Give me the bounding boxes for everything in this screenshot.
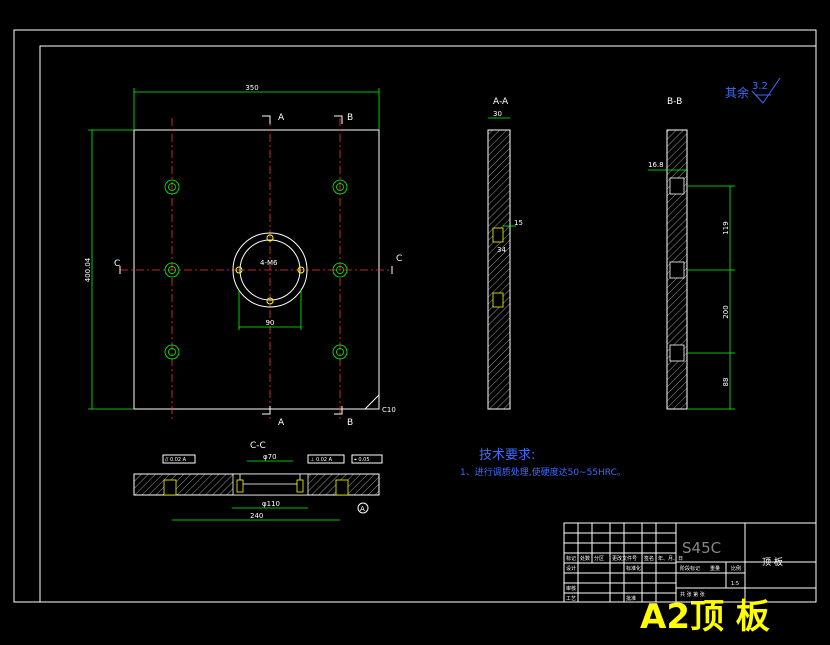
section-a-top: A — [278, 113, 285, 123]
tb-cell-9: 阶段标记 — [680, 565, 700, 572]
center-label: 4-M6 — [260, 259, 278, 267]
cc-tol-2: ⊥ 0.02 A — [310, 457, 333, 463]
bb-dim-2: 119 — [722, 221, 730, 234]
cc-dim-3: 240 — [250, 512, 263, 520]
cc-tol-3: ⌖ 0.05 — [354, 457, 370, 463]
aa-dim-2: 15 — [514, 219, 523, 227]
bb-dim-1: 16.8 — [648, 161, 664, 169]
tb-cell-6: 年、月、日 — [658, 555, 683, 562]
aa-dim-3: 34 — [497, 246, 506, 254]
tb-cell-12: 审核 — [566, 585, 576, 592]
material: S45C — [682, 539, 721, 557]
section-bb: B-B 16.8 119 200 88 — [648, 97, 735, 410]
cc-tol-1: // 0.02 A — [165, 457, 187, 463]
roughness-value: 3.2 — [752, 81, 768, 92]
datum-label: A — [360, 505, 365, 513]
section-cc: C-C φ70 φ110 240 // 0.02 A ⊥ 0.02 A ⌖ 0.… — [133, 441, 383, 521]
section-c-right: C — [396, 254, 402, 264]
tb-cell-11: 比例 — [731, 565, 741, 572]
section-aa-title: A-A — [493, 97, 509, 107]
banner-title: A2顶 板 — [640, 597, 770, 637]
inner-border — [39, 45, 817, 603]
tech-req-title: 技术要求: — [479, 448, 535, 463]
tech-req-item: 1、进行调质处理,使硬度达50~55HRC。 — [460, 466, 626, 478]
part-name: 顶 板 — [762, 556, 783, 568]
title-block: S45C 顶 板 1:5 标记 处数 分区 更改文件号 签名 年、月、日 设计 … — [563, 522, 817, 603]
cc-dim-2: φ110 — [262, 500, 280, 508]
tb-cell-14: 批准 — [626, 595, 636, 602]
scale: 1:5 — [731, 581, 739, 587]
section-b-bottom: B — [347, 418, 353, 428]
dim-height: 400.04 — [84, 257, 92, 282]
tb-cell-7: 设计 — [566, 565, 576, 572]
plan-view: 350 400.04 A B A B C C — [84, 84, 402, 428]
roughness-symbol: 其余 3.2 — [725, 77, 781, 104]
tb-cell-10: 重量 — [710, 565, 720, 572]
section-a-bottom: A — [278, 418, 285, 428]
dim-width: 350 — [245, 84, 258, 92]
roughness-prefix: 其余 — [725, 85, 749, 100]
tb-cell-13: 工艺 — [566, 596, 576, 602]
tb-cell-5: 签名 — [644, 555, 654, 562]
tb-cell-15: 共 张 第 张 — [680, 591, 705, 598]
tb-cell-4: 更改文件号 — [612, 555, 637, 562]
bolt-holes — [164, 179, 348, 360]
section-bb-title: B-B — [667, 97, 682, 107]
bb-dim-4: 88 — [722, 378, 730, 387]
section-b-top: B — [347, 113, 353, 123]
tb-cell-1: 标记 — [566, 555, 576, 562]
aa-dim-1: 30 — [493, 110, 502, 118]
tb-cell-2: 处数 — [580, 555, 590, 562]
chamfer-label: C10 — [382, 406, 396, 414]
section-c-left: C — [114, 259, 120, 269]
tb-cell-3: 分区 — [594, 555, 604, 562]
bb-dim-3: 200 — [722, 305, 730, 318]
cc-dim-1: φ70 — [263, 453, 277, 461]
tb-cell-8: 标准化 — [626, 565, 641, 572]
center-bore — [232, 232, 308, 308]
dim-bore: 90 — [266, 319, 275, 327]
section-aa: A-A 30 15 34 — [487, 97, 523, 410]
plate-outline — [133, 129, 380, 410]
section-cc-title: C-C — [250, 441, 266, 451]
